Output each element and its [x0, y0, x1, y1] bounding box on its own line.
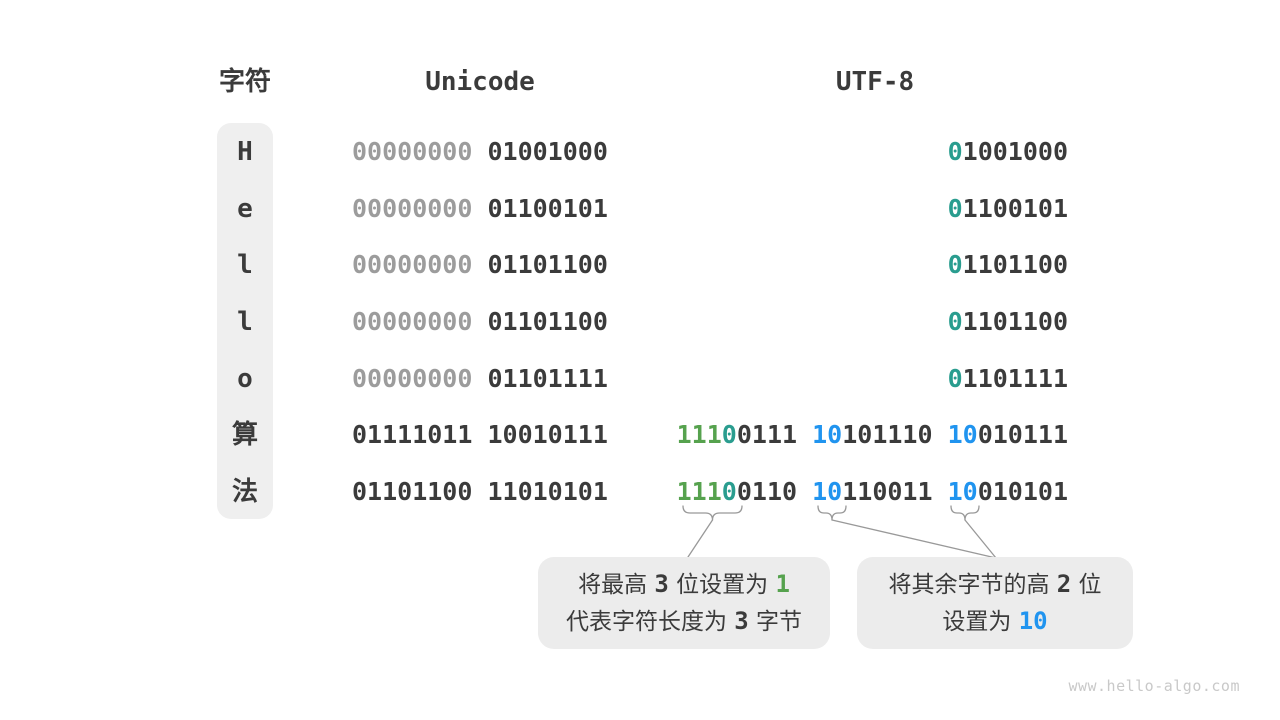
- row-character-1: e: [237, 194, 253, 224]
- callout-text-line: 将最高 3 位设置为 1: [538, 566, 830, 603]
- bits-segment: 1101100: [962, 307, 1068, 336]
- bits-segment: 0: [947, 364, 963, 393]
- callout-text: 将其余字节的高: [888, 572, 1057, 598]
- highlight-bits: 3: [654, 570, 669, 598]
- connector-line-leading: [687, 519, 714, 558]
- row-utf8-bits-6: 11100110 10110011 10010101: [677, 474, 1068, 510]
- column-header-unicode: Unicode: [425, 67, 535, 97]
- callout-text-line: 设置为 10: [857, 603, 1133, 640]
- callout-text: 位设置为: [668, 572, 776, 598]
- row-unicode-bits-6: 01101100 11010101: [352, 474, 608, 510]
- bits-segment: 01001000: [472, 137, 608, 166]
- column-header-utf8: UTF-8: [835, 67, 915, 97]
- row-character-0: H: [237, 137, 253, 167]
- callout-text: 位: [1071, 572, 1102, 598]
- bits-segment: 0: [947, 250, 963, 279]
- callout-text-line: 将其余字节的高 2 位: [857, 566, 1133, 603]
- row-unicode-bits-3: 00000000 01101100: [352, 304, 608, 340]
- bits-segment: 0: [721, 477, 737, 506]
- row-character-4: o: [237, 364, 253, 394]
- bits-segment: 00000000: [352, 137, 473, 166]
- bits-segment: 0: [947, 307, 963, 336]
- bits-segment: 0110: [736, 477, 813, 506]
- callout-text: 字节: [748, 609, 803, 635]
- callout-text: 设置为: [942, 609, 1019, 635]
- bits-segment: 0111: [736, 420, 813, 449]
- callout-text: 将最高: [578, 572, 655, 598]
- column-header-character: 字符: [218, 67, 272, 97]
- highlight-bits: 3: [734, 607, 749, 635]
- row-utf8-bits-3: 01101100: [948, 304, 1068, 340]
- bits-segment: 00000000: [352, 194, 473, 223]
- bits-segment: 111: [676, 420, 722, 449]
- character-column-background: [217, 123, 273, 519]
- bits-segment: 10: [947, 420, 978, 449]
- row-utf8-bits-4: 01101111: [948, 361, 1068, 397]
- bits-segment: 1101100: [962, 250, 1068, 279]
- bits-segment: 010111: [977, 420, 1068, 449]
- bits-segment: 0: [721, 420, 737, 449]
- bits-segment: 00000000: [352, 307, 473, 336]
- connector-line-continuation-2: [964, 519, 997, 559]
- highlight-bits: 2: [1056, 570, 1072, 598]
- highlight-bits: 10: [1018, 607, 1048, 635]
- callout-leading-bits: 将最高 3 位设置为 1 代表字符长度为 3 字节: [538, 557, 830, 649]
- bits-segment: 1101111: [962, 364, 1068, 393]
- bits-segment: 01100101: [472, 194, 608, 223]
- bits-segment: 1001000: [962, 137, 1068, 166]
- bits-segment: 00000000: [352, 364, 473, 393]
- bits-segment: 0: [947, 194, 963, 223]
- row-character-6: 法: [231, 477, 258, 507]
- row-unicode-bits-5: 01111011 10010111: [352, 417, 608, 453]
- bits-segment: 0: [947, 137, 963, 166]
- row-unicode-bits-1: 00000000 01100101: [352, 191, 608, 227]
- bits-segment: 01101111: [472, 364, 608, 393]
- callout-text-line: 代表字符长度为 3 字节: [538, 603, 830, 640]
- row-utf8-bits-0: 01001000: [948, 134, 1068, 170]
- bits-segment: 111: [676, 477, 722, 506]
- bits-segment: 01101100 11010101: [352, 477, 608, 506]
- row-character-2: l: [237, 250, 253, 280]
- row-character-3: l: [237, 307, 253, 337]
- row-utf8-bits-5: 11100111 10101110 10010111: [677, 417, 1068, 453]
- row-character-5: 算: [231, 420, 258, 450]
- bits-segment: 010101: [977, 477, 1068, 506]
- bits-segment: 01101100: [472, 250, 608, 279]
- bits-segment: 10: [947, 477, 978, 506]
- bits-segment: 101110: [842, 420, 948, 449]
- highlight-bits: 1: [775, 570, 790, 598]
- bits-segment: 10: [812, 477, 843, 506]
- callout-continuation-bits: 将其余字节的高 2 位 设置为 10: [857, 557, 1133, 649]
- bits-segment: 1100101: [962, 194, 1068, 223]
- bits-segment: 01111011 10010111: [352, 420, 608, 449]
- bits-segment: 00000000: [352, 250, 473, 279]
- row-unicode-bits-4: 00000000 01101111: [352, 361, 608, 397]
- bits-segment: 110011: [842, 477, 948, 506]
- connector-line-continuation-1: [831, 519, 997, 559]
- bits-segment: 01101100: [472, 307, 608, 336]
- bits-segment: 10: [812, 420, 843, 449]
- row-unicode-bits-2: 00000000 01101100: [352, 247, 608, 283]
- row-utf8-bits-1: 01100101: [948, 191, 1068, 227]
- site-watermark: www.hello-algo.com: [1068, 677, 1240, 695]
- row-unicode-bits-0: 00000000 01001000: [352, 134, 608, 170]
- row-utf8-bits-2: 01101100: [948, 247, 1068, 283]
- callout-text: 代表字符长度为: [565, 609, 735, 635]
